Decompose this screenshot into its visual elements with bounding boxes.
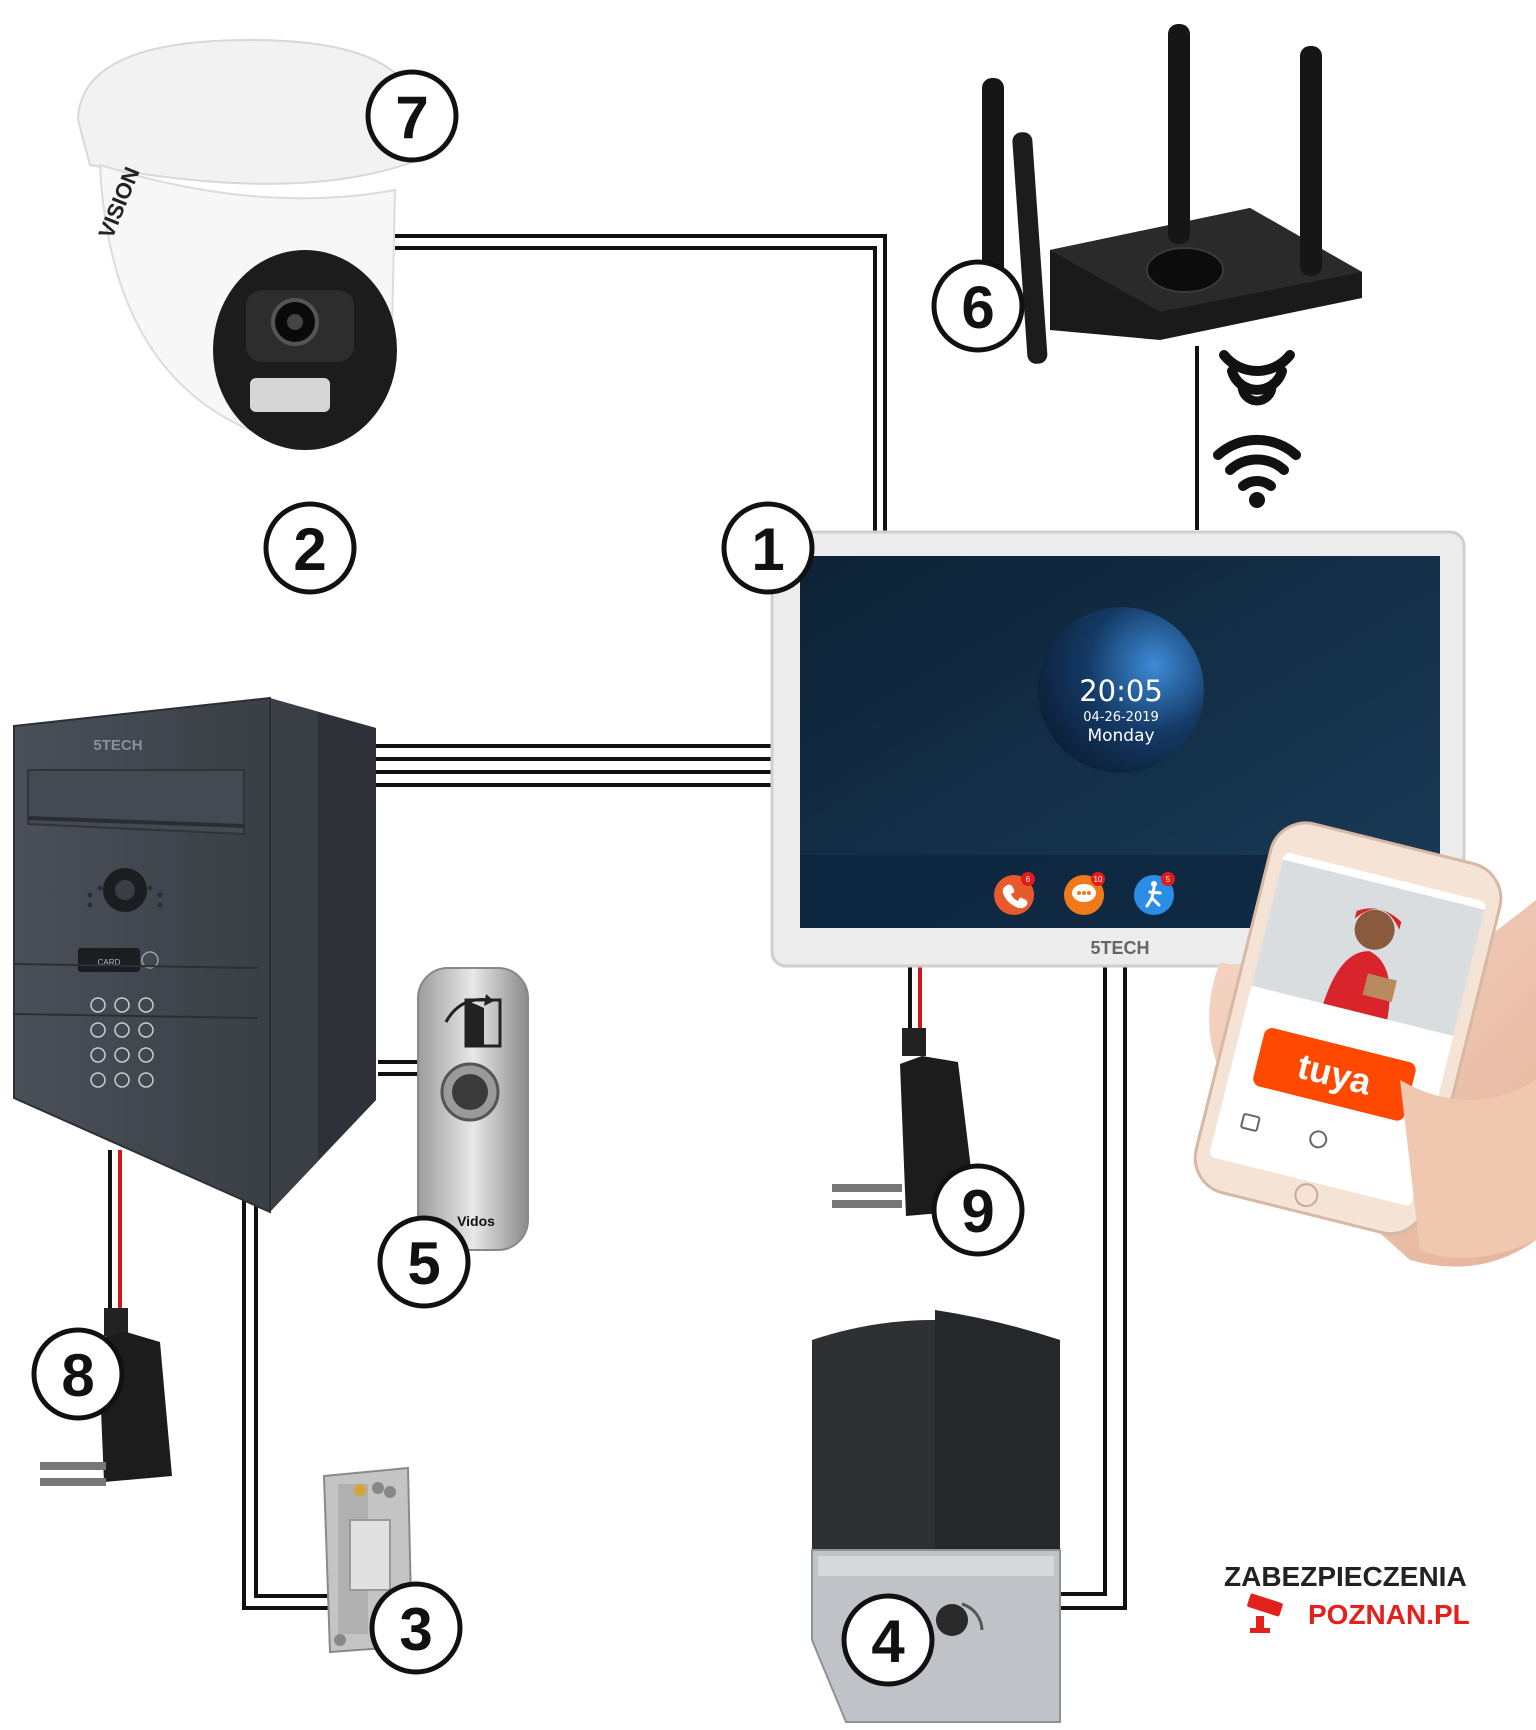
- monitor-time: 20:05: [1079, 674, 1163, 708]
- keypad[interactable]: [90, 997, 154, 1088]
- site-logo-line2: POZNAN.PL: [1308, 1599, 1470, 1630]
- tuya-logo: [1253, 1028, 1416, 1121]
- dome-camera: VISION: [76, 38, 419, 450]
- exit-button: Vidos: [417, 967, 529, 1251]
- svg-text:5: 5: [407, 1230, 440, 1297]
- svg-text:1: 1: [751, 516, 784, 583]
- monitor-date: 04-26-2019: [1083, 710, 1159, 725]
- label-8: 8: [31, 1327, 125, 1421]
- home-button[interactable]: [1293, 1182, 1320, 1209]
- label-3: 3: [369, 1581, 463, 1675]
- refresh-icon[interactable]: [1309, 1130, 1328, 1149]
- router: [982, 24, 1362, 364]
- label-6: 6: [931, 259, 1025, 353]
- door-station: 5TECH CARD: [13, 696, 376, 1214]
- site-logo-line1: ZABEZPIECZENIA: [1224, 1561, 1467, 1592]
- wire-door-station-lock: [242, 1200, 328, 1610]
- label-1: 1: [721, 501, 815, 595]
- card-reader-label: CARD: [98, 958, 121, 967]
- monitor-brand-label: 5TECH: [1090, 938, 1149, 958]
- wire-camera-monitor: [395, 234, 887, 532]
- motion-badge: 5: [1166, 875, 1171, 884]
- svg-text:2: 2: [293, 516, 326, 583]
- site-logo[interactable]: ZABEZPIECZENIA POZNAN.PL: [1224, 1561, 1470, 1633]
- wire-door-station-monitor: [376, 744, 772, 787]
- power-wires: [108, 966, 922, 1310]
- label-5: 5: [377, 1215, 471, 1309]
- monitor-day: Monday: [1087, 726, 1154, 746]
- smartphone-in-hand: tuya: [1193, 821, 1536, 1267]
- wire-exit-button: [378, 1060, 418, 1076]
- motion-app-icon[interactable]: 5: [1134, 872, 1175, 915]
- svg-text:3: 3: [399, 1596, 432, 1663]
- wifi-signal-icon: [1213, 350, 1301, 508]
- wire-monitor-gate: [1060, 962, 1127, 1610]
- svg-text:9: 9: [961, 1178, 994, 1245]
- bell-icon[interactable]: [141, 951, 159, 969]
- messages-badge: 10: [1094, 875, 1103, 884]
- number-labels: 1 2 3 4 5 6 7 8: [31, 69, 1025, 1687]
- lock-icon[interactable]: [1240, 1113, 1261, 1132]
- svg-text:4: 4: [871, 1608, 905, 1675]
- label-7: 7: [365, 69, 459, 163]
- svg-text:7: 7: [395, 84, 428, 151]
- messages-app-icon[interactable]: 10: [1064, 872, 1105, 915]
- door-station-brand: 5TECH: [93, 737, 142, 754]
- cctv-camera-icon: [1247, 1593, 1283, 1633]
- exit-button-brand: Vidos: [457, 1213, 495, 1229]
- svg-text:6: 6: [961, 274, 994, 341]
- svg-text:8: 8: [61, 1342, 94, 1409]
- label-2: 2: [263, 501, 357, 595]
- call-log-badge: 6: [1026, 875, 1031, 884]
- call-log-app-icon[interactable]: 6: [994, 872, 1035, 915]
- clock-orb: [1038, 607, 1204, 773]
- label-4: 4: [841, 1593, 935, 1687]
- label-9: 9: [931, 1163, 1025, 1257]
- wires: [242, 234, 1199, 1610]
